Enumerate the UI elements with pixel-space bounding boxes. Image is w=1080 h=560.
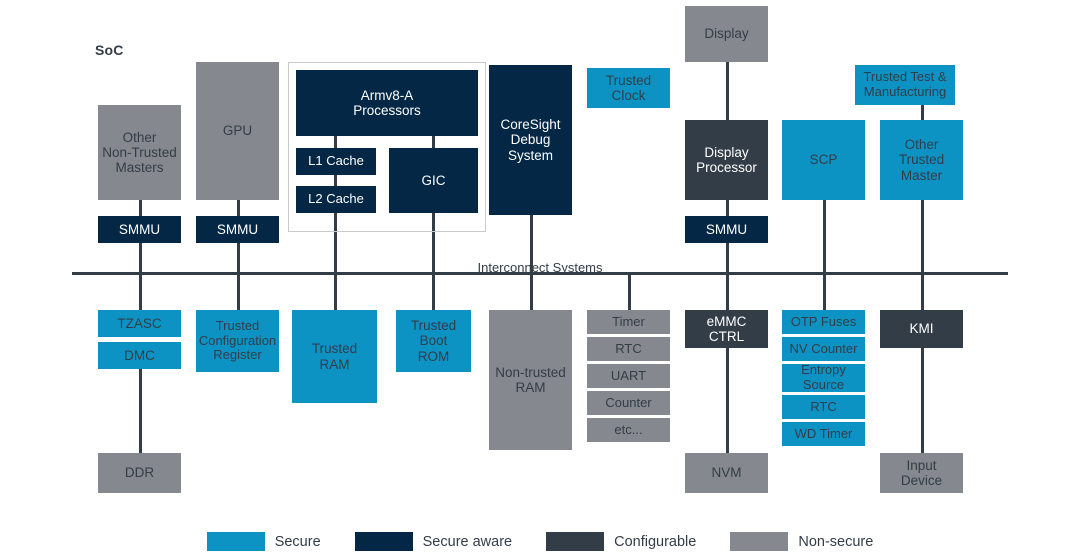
connector-cpu-caches xyxy=(334,135,337,230)
legend-label: Secure xyxy=(274,533,321,550)
connector-coresight-bus xyxy=(530,215,533,320)
page-title: SoC xyxy=(95,42,124,58)
stack-item[interactable]: WD Timer xyxy=(782,422,865,446)
connector-ttm-otm xyxy=(921,105,924,125)
connector-otm-bus xyxy=(921,200,924,320)
connector-dp-smmu xyxy=(726,200,729,218)
block-nvm[interactable]: NVM xyxy=(685,453,768,493)
legend-label: Secure aware xyxy=(422,533,513,550)
legend-item: Non-secure xyxy=(730,532,873,551)
connector-kmi-input xyxy=(921,348,924,453)
connector-emmc-nvm xyxy=(726,348,729,453)
connector-scp-bus xyxy=(823,200,826,320)
stack-item[interactable]: etc... xyxy=(587,418,670,442)
block-ddr[interactable]: DDR xyxy=(98,453,181,493)
legend-swatch-configurable xyxy=(546,532,605,551)
legend-item: Secure xyxy=(206,532,321,551)
legend-swatch-non-secure xyxy=(730,532,789,551)
block-gpu[interactable]: GPU xyxy=(196,62,279,200)
block-smmu-gpu[interactable]: SMMU xyxy=(196,216,279,243)
block-dmc[interactable]: DMC xyxy=(98,342,181,369)
connector-dmc-ddr xyxy=(139,355,142,460)
stack-item[interactable]: UART xyxy=(587,364,670,388)
stack-item[interactable]: RTC xyxy=(782,395,865,419)
block-scp[interactable]: SCP xyxy=(782,120,865,200)
block-smmu-masters[interactable]: SMMU xyxy=(98,216,181,243)
interconnect-bus-label: Interconnect Systems xyxy=(477,260,603,275)
connector-dpsmmu-bus xyxy=(726,242,729,320)
connector-gpusmmu-bus xyxy=(237,242,240,320)
stack-item[interactable]: OTP Fuses xyxy=(782,310,865,334)
legend-swatch-secure xyxy=(206,532,265,551)
block-l2-cache[interactable]: L2 Cache xyxy=(296,186,376,213)
legend-item: Configurable xyxy=(546,532,696,551)
interconnect-bus-line xyxy=(72,272,1008,275)
stack-item[interactable]: Timer xyxy=(587,310,670,334)
block-smmu-display[interactable]: SMMU xyxy=(685,216,768,243)
connector-bus-periph-stack xyxy=(628,272,631,317)
connector-gic-bus xyxy=(432,210,435,320)
connector-cluster-bus-left xyxy=(334,210,337,320)
block-display[interactable]: Display xyxy=(685,6,768,62)
connector-display-dp xyxy=(726,60,729,122)
block-l1-cache[interactable]: L1 Cache xyxy=(296,148,376,175)
stack-item[interactable]: NV Counter xyxy=(782,337,865,361)
stack-item[interactable]: RTC xyxy=(587,337,670,361)
block-trusted-test-manufacturing[interactable]: Trusted Test &Manufacturing xyxy=(855,65,955,105)
block-tzasc[interactable]: TZASC xyxy=(98,310,181,337)
legend-swatch-secure-aware xyxy=(354,532,413,551)
stack-item[interactable]: Counter xyxy=(587,391,670,415)
armv8-cluster-group xyxy=(288,62,486,232)
block-kmi[interactable]: KMI xyxy=(880,310,963,348)
legend-label: Non-secure xyxy=(798,533,874,550)
legend: Secure Secure aware Configurable Non-secure xyxy=(0,532,1080,551)
block-gic[interactable]: GIC xyxy=(389,148,478,213)
legend-item: Secure aware xyxy=(354,532,513,551)
connector-smmu-bus xyxy=(139,242,142,320)
legend-label: Configurable xyxy=(614,533,697,550)
